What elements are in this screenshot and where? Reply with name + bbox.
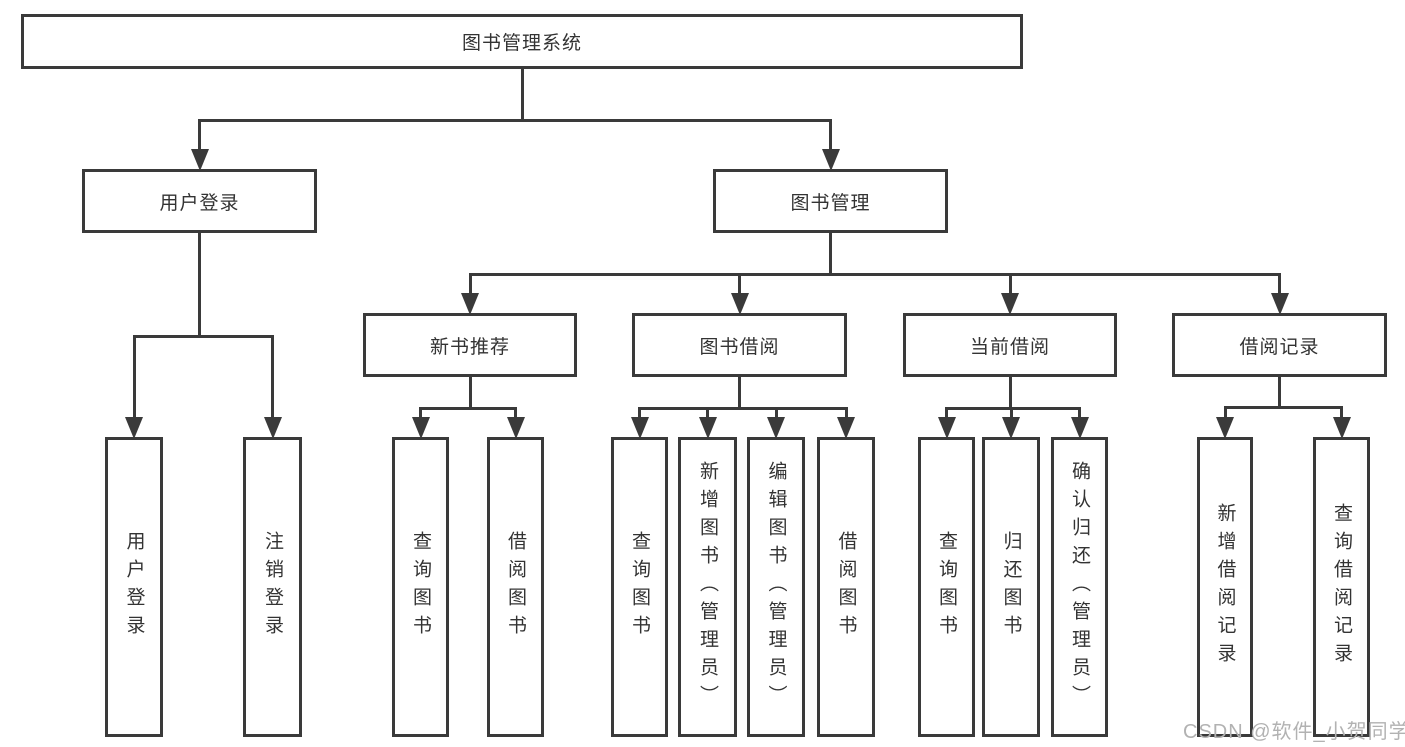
connector-line	[468, 273, 1281, 276]
arrowhead-down-icon	[506, 417, 525, 439]
connector-line	[1340, 406, 1343, 419]
connector-line	[271, 335, 274, 419]
connector-line	[738, 377, 741, 410]
node-login: 用户登录	[82, 169, 317, 233]
node-log-add: 新增借阅记录	[1197, 437, 1253, 737]
connector-line	[1008, 273, 1012, 295]
node-root: 图书管理系统	[21, 14, 1023, 69]
node-rec-query: 查询图书	[392, 437, 449, 737]
connector-line	[419, 407, 517, 410]
connector-line	[945, 407, 1081, 410]
node-borrow: 图书借阅	[632, 313, 847, 377]
node-cur-query: 查询图书	[918, 437, 975, 737]
arrowhead-down-icon	[698, 417, 717, 439]
arrowhead-down-icon	[1332, 417, 1351, 439]
arrowhead-down-icon	[730, 293, 749, 315]
connector-line	[774, 407, 778, 419]
arrowhead-down-icon	[1002, 417, 1020, 439]
node-recommend: 新书推荐	[363, 313, 577, 377]
arrowhead-down-icon	[937, 417, 956, 439]
node-cur-confirm: 确认归还（管理员）	[1051, 437, 1108, 737]
connector-line	[468, 273, 472, 295]
connector-line	[1278, 377, 1281, 409]
node-log-query: 查询借阅记录	[1313, 437, 1370, 737]
connector-line	[1009, 407, 1013, 419]
connector-line	[514, 407, 517, 419]
node-current: 当前借阅	[903, 313, 1117, 377]
connector-line	[1008, 377, 1012, 410]
node-record: 借阅记录	[1172, 313, 1387, 377]
connector-line	[468, 377, 472, 410]
arrowhead-down-icon	[1001, 293, 1019, 315]
connector-line	[198, 233, 201, 338]
connector-line	[829, 119, 832, 151]
node-bor-borrow: 借阅图书	[817, 437, 875, 737]
connector-line	[132, 335, 136, 419]
node-bor-add: 新增图书（管理员）	[678, 437, 737, 737]
csdn-watermark: CSDN @软件_小贺同学	[1183, 721, 1405, 743]
arrowhead-down-icon	[821, 149, 840, 171]
connector-line	[638, 407, 848, 410]
arrowhead-down-icon	[461, 293, 479, 315]
connector-line	[638, 407, 641, 419]
connector-line	[1078, 407, 1081, 419]
arrowhead-down-icon	[1070, 417, 1089, 439]
arrowhead-down-icon	[1216, 417, 1234, 439]
connector-line	[1223, 406, 1227, 419]
arrowhead-down-icon	[1270, 293, 1289, 315]
connector-line	[1278, 273, 1281, 295]
arrowhead-down-icon	[411, 417, 430, 439]
connector-line	[945, 407, 948, 419]
arrowhead-down-icon	[630, 417, 649, 439]
connector-line	[419, 407, 422, 419]
arrowhead-down-icon	[190, 149, 209, 171]
arrowhead-down-icon	[125, 417, 143, 439]
connector-line	[844, 407, 848, 419]
connector-line	[706, 407, 709, 419]
connector-line	[198, 119, 201, 151]
arrowhead-down-icon	[767, 417, 785, 439]
connector-line	[198, 119, 832, 122]
node-cur-return: 归还图书	[982, 437, 1040, 737]
arrowhead-down-icon	[263, 417, 282, 439]
connector-line	[520, 69, 524, 122]
arrowhead-down-icon	[837, 417, 855, 439]
node-user-login: 用户登录	[105, 437, 163, 737]
node-user-logout: 注销登录	[243, 437, 302, 737]
connector-line	[1223, 406, 1343, 409]
node-rec-borrow: 借阅图书	[487, 437, 544, 737]
connector-line	[132, 335, 274, 338]
connector-line	[738, 273, 741, 295]
node-bor-query: 查询图书	[611, 437, 668, 737]
connector-line	[829, 233, 832, 276]
node-mgmt: 图书管理	[713, 169, 948, 233]
node-bor-edit: 编辑图书（管理员）	[747, 437, 805, 737]
